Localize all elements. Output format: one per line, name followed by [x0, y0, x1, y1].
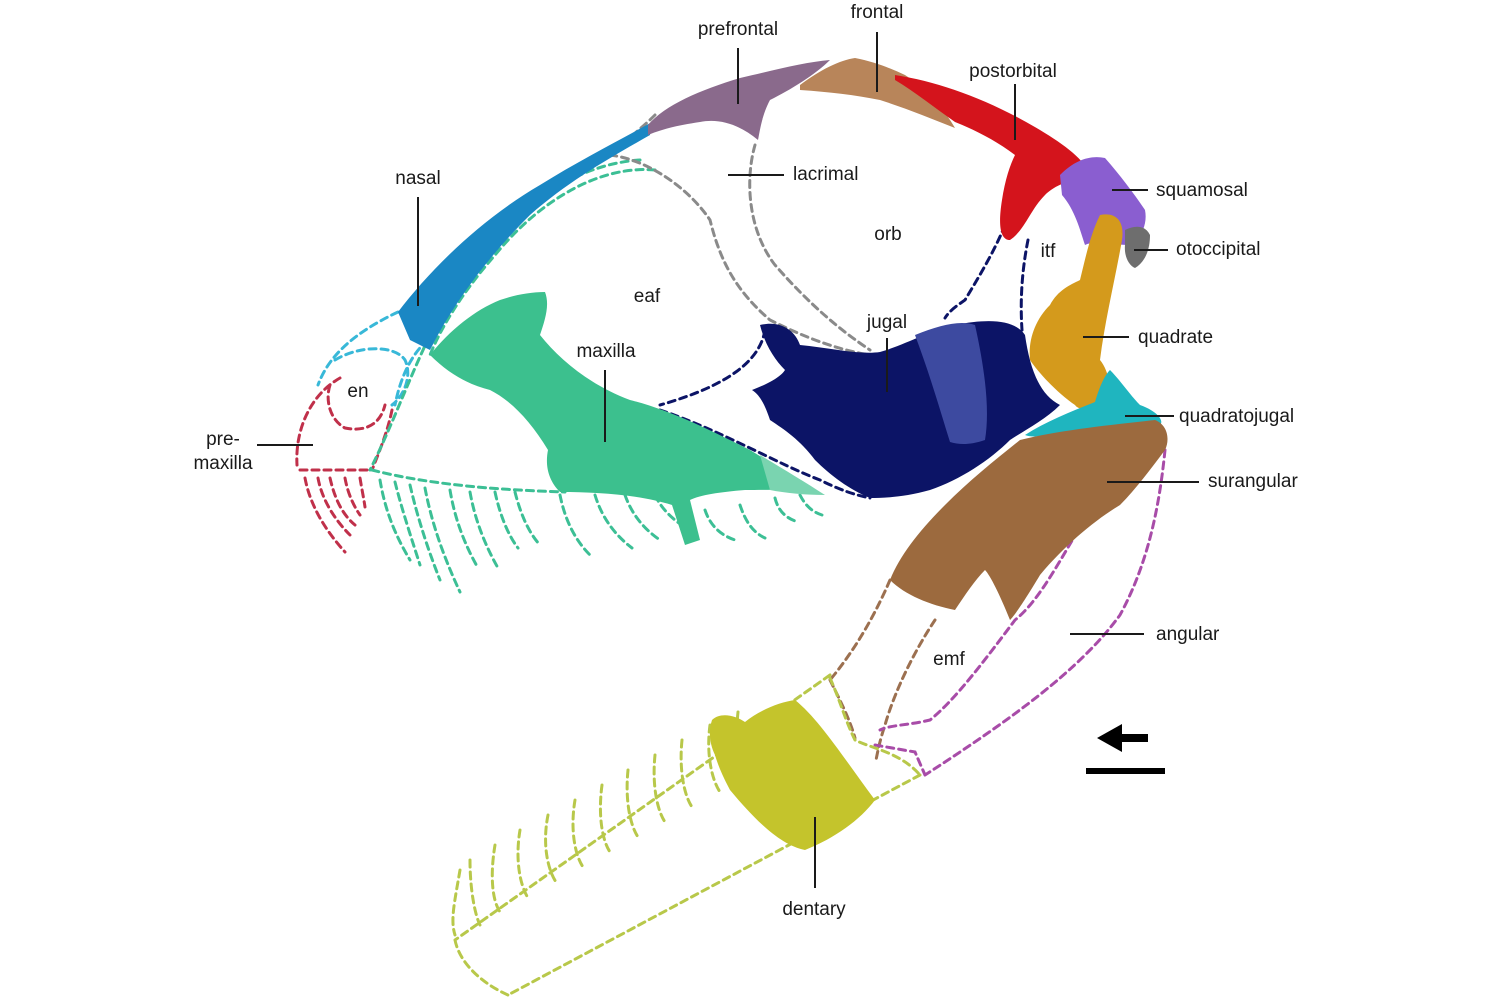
label-frontal: frontal	[850, 2, 904, 23]
label-angular: angular	[1156, 624, 1220, 645]
label-premaxilla-line1: pre-	[206, 429, 240, 450]
dentary-outline	[451, 673, 922, 997]
label-dentary: dentary	[782, 899, 846, 920]
jugal-bone	[752, 321, 1060, 498]
label-lacrimal: lacrimal	[793, 164, 859, 185]
label-maxilla: maxilla	[576, 341, 636, 362]
label-prefrontal: prefrontal	[697, 19, 779, 40]
anterior-arrow-icon	[1097, 724, 1148, 752]
label-postorbital: postorbital	[969, 61, 1057, 82]
jugal-bone-light-region	[915, 323, 987, 445]
label-nasal: nasal	[395, 168, 441, 189]
label-orb: orb	[874, 224, 902, 245]
jugal-outline	[658, 223, 1030, 500]
label-quadrate: quadrate	[1138, 327, 1214, 348]
label-squamosal: squamosal	[1156, 180, 1248, 201]
label-surangular: surangular	[1208, 471, 1298, 492]
squamosal-bone	[1060, 157, 1146, 245]
premaxilla-outline	[295, 376, 394, 554]
frontal-bone	[800, 58, 955, 128]
label-itf: itf	[1040, 241, 1056, 262]
nasal-bone	[398, 122, 652, 350]
scale-bar	[1086, 768, 1165, 774]
label-otoccipital: otoccipital	[1176, 239, 1261, 260]
label-eaf: eaf	[633, 286, 661, 307]
dentary-bone	[709, 700, 875, 850]
label-quadratojugal: quadratojugal	[1179, 406, 1295, 427]
otoccipital-bone	[1124, 226, 1150, 268]
lacrimal-outline	[606, 113, 872, 357]
maxilla-outline	[368, 158, 824, 594]
label-emf: emf	[933, 649, 965, 670]
maxilla-bone-translucent-tip	[760, 455, 825, 495]
label-premaxilla: pre- maxilla	[190, 428, 256, 476]
label-jugal: jugal	[866, 312, 908, 333]
label-en: en	[347, 381, 369, 402]
label-premaxilla-line2: maxilla	[193, 452, 253, 474]
quadratojugal-bone	[1025, 370, 1162, 437]
quadrate-bone	[1029, 214, 1123, 410]
maxilla-bone	[430, 292, 800, 545]
surangular-bone	[890, 420, 1168, 620]
postorbital-bone	[895, 75, 1090, 240]
surangular-outline	[828, 578, 937, 762]
